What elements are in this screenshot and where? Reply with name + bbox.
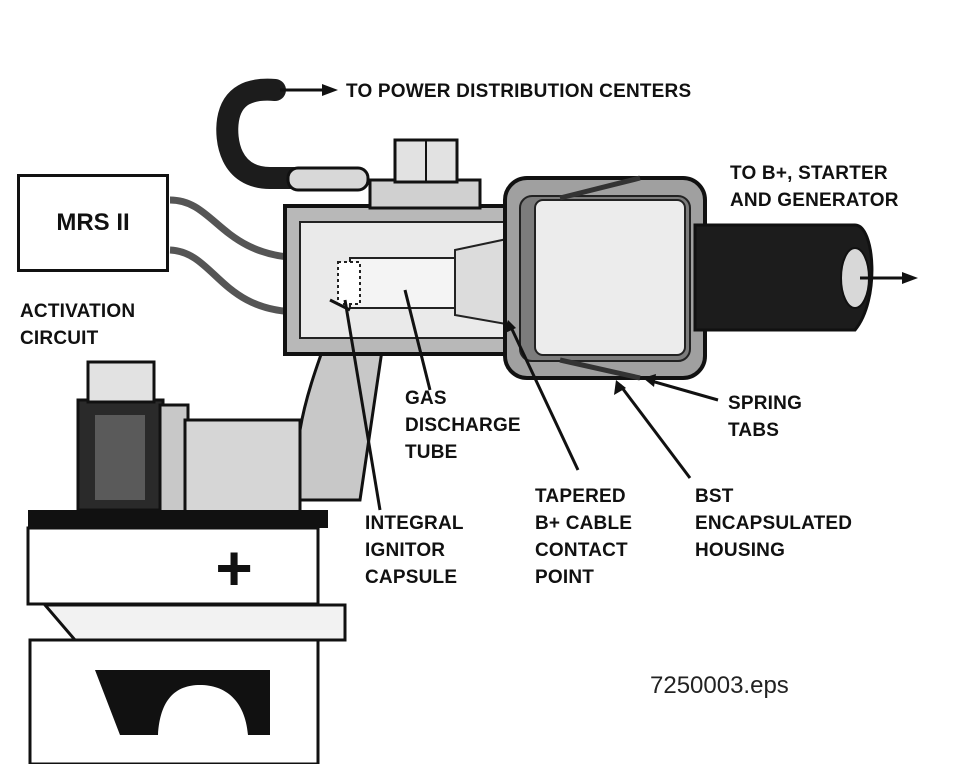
mrs-ii-label: MRS II [56,209,130,236]
spring-tab-top [559,175,641,201]
file-name: 7250003.eps [650,672,789,699]
label-tapered-line-2: B+ CABLE [535,513,633,534]
leader-spring [647,378,719,402]
ring-terminal [286,166,370,192]
battery-cover [28,510,328,528]
battery-bolt-head [86,360,156,404]
label-bst-line-3: HOUSING [695,540,786,561]
label-gas-line-2: DISCHARGE [405,415,521,436]
label-gas-line-1: GAS [405,388,447,409]
label-spring-tabs: SPRING TABS [728,390,802,444]
label-gas-line-3: TUBE [405,442,458,463]
leader-bst [618,384,692,479]
activation-wire-top [169,196,301,262]
battery-nut-face [95,415,145,500]
label-ignitor-line-1: INTEGRAL [365,513,464,534]
label-tapered-line-3: CONTACT [535,540,628,561]
activation-wire-bottom [169,246,301,316]
gas-discharge-tube [349,257,471,309]
battery-arch [95,670,270,735]
label-to-b-plus: TO B+, STARTER AND GENERATOR [730,160,899,214]
label-ignitor-line-3: CAPSULE [365,567,458,588]
leader-gas [403,289,432,391]
contact-cylinder [534,199,686,356]
label-tapered-line-4: POINT [535,567,595,588]
label-integral-ignitor-capsule: INTEGRAL IGNITOR CAPSULE [365,510,464,591]
label-bst-housing: BST ENCAPSULATED HOUSING [695,483,852,564]
label-gas-discharge-tube: GAS DISCHARGE TUBE [405,385,521,466]
b-plus-cable [693,223,874,332]
label-activation-line-1: ACTIVATION [20,301,136,322]
leader-tapered [508,324,580,471]
power-distribution-cable [216,78,306,189]
battery-plus-sign: + [215,532,252,604]
label-activation-circuit: ACTIVATION CIRCUIT [20,298,135,352]
label-spring-line-1: SPRING [728,393,803,414]
battery-lower [28,638,320,764]
power-distribution-arrowhead [322,84,338,96]
mrs-ii-box: MRS II [17,174,169,272]
label-tapered-contact-point: TAPERED B+ CABLE CONTACT POINT [535,483,632,591]
body-bolt-washer [368,178,482,210]
b-plus-arrowhead [902,272,918,284]
spring-tab-bottom [559,357,641,381]
label-bst-line-1: BST [695,486,734,507]
label-tapered-line-1: TAPERED [535,486,626,507]
label-to-b-plus-line-2: AND GENERATOR [730,190,899,211]
label-ignitor-line-2: IGNITOR [365,540,446,561]
battery-case [26,526,320,606]
label-to-power-distribution: TO POWER DISTRIBUTION CENTERS [346,81,692,102]
label-bst-line-2: ENCAPSULATED [695,513,853,534]
label-spring-line-2: TABS [728,420,780,441]
battery-ledge [41,603,347,642]
leader-ignitor [343,299,382,511]
battery-post [183,418,302,517]
ignitor-capsule [337,261,361,305]
label-to-b-plus-line-1: TO B+, STARTER [730,163,888,184]
label-activation-line-2: CIRCUIT [20,328,99,349]
